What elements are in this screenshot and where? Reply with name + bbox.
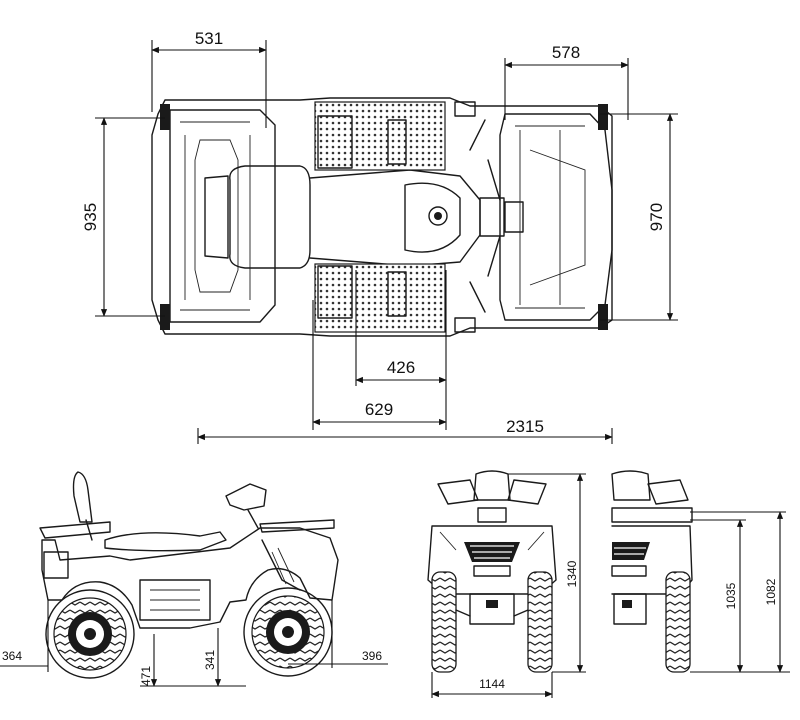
dim-rear-wheel-height: 396 xyxy=(362,649,382,663)
dim-footrest-offset: 426 xyxy=(387,358,415,377)
dim-seat-height: 1035 xyxy=(724,582,738,609)
rear-view-dimensions: 1035 1082 xyxy=(690,511,790,673)
side-view-dimensions: 364 471 341 396 xyxy=(0,600,388,687)
dim-track-width: 1144 xyxy=(479,677,505,691)
front-view xyxy=(427,470,557,673)
dim-front-overhang: 531 xyxy=(195,29,223,48)
dim-front-wheel-height: 364 xyxy=(2,649,22,663)
dim-frame-clearance: 341 xyxy=(203,650,217,670)
dim-seat-offset: 629 xyxy=(365,400,393,419)
dim-overall-length: 2315 xyxy=(506,417,544,436)
side-view xyxy=(39,471,339,679)
rear-view xyxy=(611,470,693,673)
dim-rear-width: 970 xyxy=(647,203,666,231)
dim-overall-height: 1340 xyxy=(565,560,579,587)
top-view xyxy=(151,97,613,337)
dim-rack-height: 1082 xyxy=(764,578,778,605)
dim-rear-overhang: 578 xyxy=(552,43,580,62)
dim-overall-width: 935 xyxy=(81,203,100,231)
top-view-dimensions: 531 578 935 970 426 629 2315 xyxy=(81,29,678,444)
front-view-dimensions: 1340 1144 xyxy=(431,473,586,698)
dim-ground-clearance: 471 xyxy=(139,666,153,686)
